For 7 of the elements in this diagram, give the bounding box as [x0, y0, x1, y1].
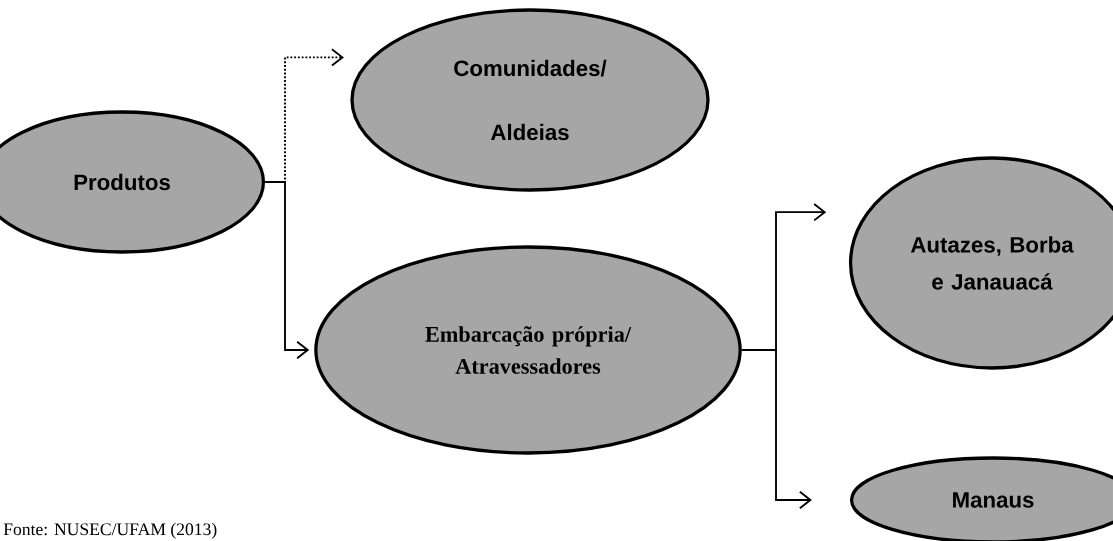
ellipse-node: Comunidades/ Aldeias [350, 8, 710, 192]
arrow [740, 349, 812, 510]
ellipse-node: Manaus [849, 456, 1113, 541]
ellipse-node: Autazes, Borba e Janauacá [848, 156, 1113, 370]
ellipse-node: Embarcação própria/ Atravessadores [314, 245, 742, 455]
arrow [264, 181, 310, 360]
caption-text: Fonte: NUSEC/UFAM (2013) [3, 522, 217, 539]
